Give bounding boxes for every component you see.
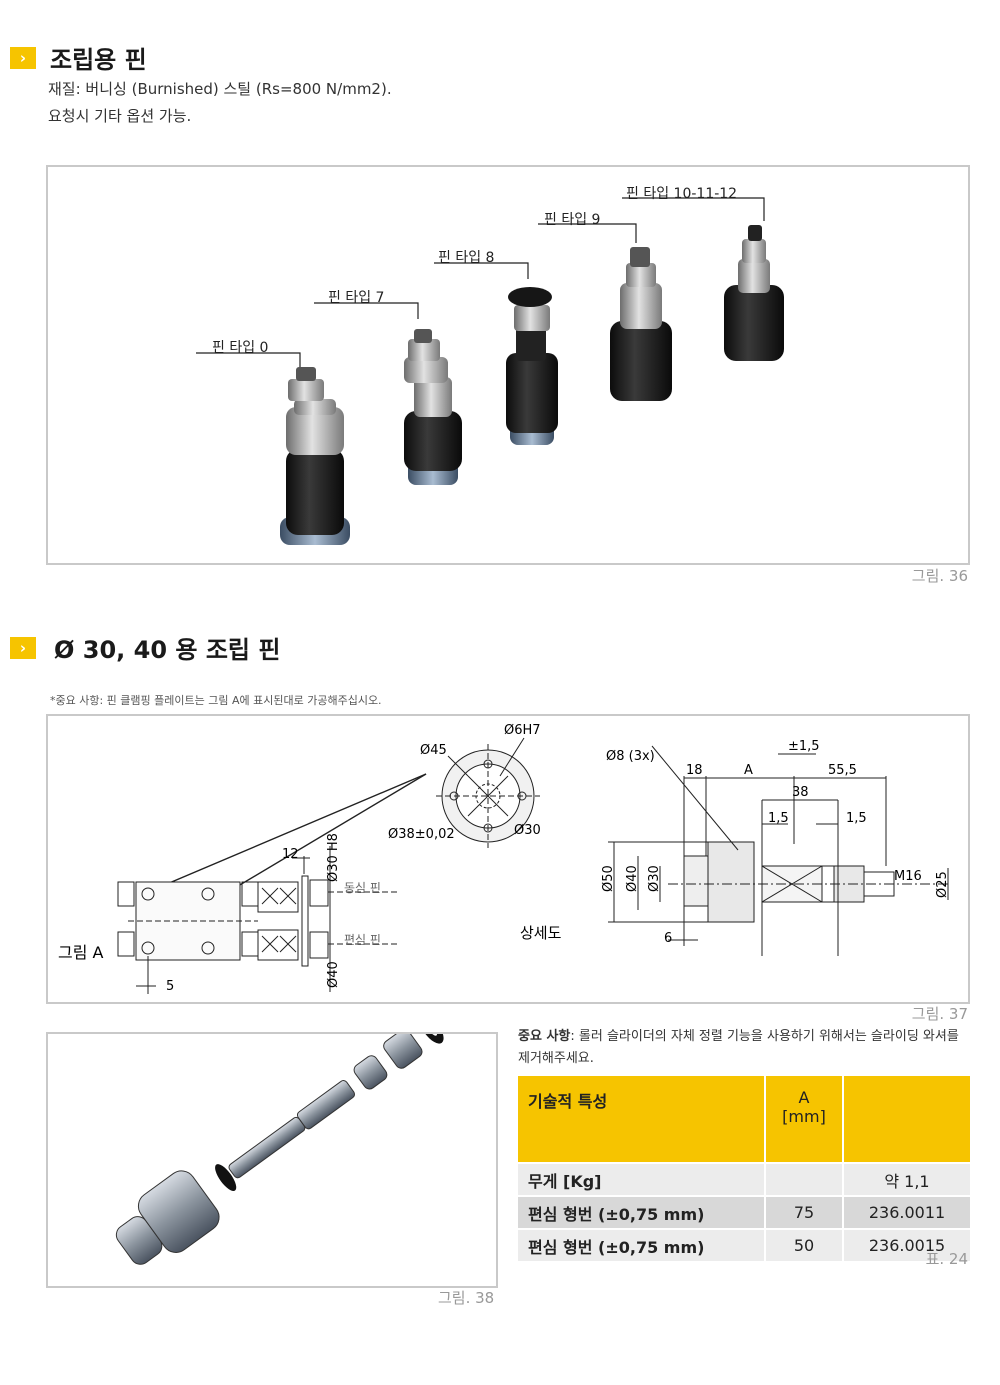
pin-type-10-11-12-label: 핀 타입 10-11-12	[626, 186, 738, 202]
section1-title: 조립용 핀	[50, 46, 147, 74]
header-a-unit: [mm]	[782, 1107, 826, 1126]
dim-d30-detail: Ø30	[647, 865, 662, 892]
material-text: 재질: 버니싱 (Burnished) 스틸 (Rs=800 N/mm2).	[48, 80, 392, 98]
header-a-label: A	[798, 1088, 810, 1107]
eccentric-pin-label: 편심 핀	[344, 933, 381, 947]
pin-type-9-label: 핀 타입 9	[544, 212, 601, 228]
row-code: 약 1,1	[843, 1163, 970, 1197]
pin-type-8-label: 핀 타입 8	[438, 250, 495, 266]
exploded-view-figure	[46, 1004, 498, 1288]
dim-d50: Ø50	[601, 865, 616, 892]
dim-6: 6	[664, 931, 672, 946]
table-header: 기술적 특성 A[mm]	[518, 1076, 970, 1164]
dim-555: 55,5	[828, 763, 857, 778]
dim-d30: Ø30	[514, 823, 541, 838]
chevron-right-icon: ›	[10, 46, 36, 69]
pin-type-0-label: 핀 타입 0	[212, 340, 269, 356]
dim-d40-plate: Ø40	[326, 961, 341, 988]
important-label: 중요 사항	[518, 1029, 571, 1044]
detail-label: 상세도	[520, 924, 562, 942]
technical-drawing: Ø45 Ø6H7 Ø38±0,02 Ø30 12 Ø30 H8 Ø40 동심 핀…	[58, 723, 950, 994]
dim-15-right: 1,5	[846, 811, 867, 826]
header-a: A[mm]	[765, 1076, 844, 1164]
dim-d45: Ø45	[420, 743, 447, 758]
options-text: 요청시 기타 옵션 가능.	[48, 107, 192, 125]
pin-type-0-image	[280, 367, 350, 545]
technical-drawing-figure: Ø45 Ø6H7 Ø38±0,02 Ø30 12 Ø30 H8 Ø40 동심 핀…	[46, 714, 970, 1004]
important-text: : 롤러 슬라이더의 자체 정렬 기능을 사용하기 위해서는 슬라이딩 와셔를 …	[518, 1029, 959, 1066]
dim-d6h7: Ø6H7	[504, 723, 541, 738]
dim-a: A	[744, 763, 753, 778]
dim-18: 18	[686, 763, 703, 778]
dim-5: 5	[166, 979, 174, 994]
dim-d8: Ø8 (3x)	[606, 749, 655, 764]
row-code: 236.0011	[843, 1196, 970, 1230]
figure-36-caption: 그림. 36	[911, 567, 968, 585]
spec-table: 기술적 특성 A[mm] 무게 [Kg] 약 1,1 편심 형번 (±0,75 …	[518, 1076, 970, 1263]
pin-types-figure: 핀 타입 0 핀 타입 7 핀 타입 8 핀 타입 9 핀 타입 10-11-1…	[46, 165, 970, 565]
pin-type-8-image	[506, 287, 558, 445]
pin-types-illustration	[196, 197, 784, 545]
table-24-caption: 표. 24	[925, 1250, 968, 1268]
exploded-view-illustration	[115, 1004, 459, 1265]
dim-m16: M16	[894, 869, 922, 884]
dim-12: 12	[282, 847, 299, 862]
figure-38-caption: 그림. 38	[438, 1289, 495, 1307]
concentric-pin-label: 동심 핀	[344, 881, 381, 895]
pin-type-7-label: 핀 타입 7	[328, 290, 385, 306]
row-code: 236.0015	[843, 1229, 970, 1263]
section2-header: › Ø 30, 40 용 조립 핀	[10, 630, 280, 665]
pin-type-9-image	[610, 247, 672, 401]
table-row: 편심 형번 (±0,75 mm) 75 236.0011	[518, 1196, 970, 1230]
pin-type-7-image	[404, 329, 462, 485]
chevron-right-icon: ›	[10, 636, 36, 659]
table-row: 무게 [Kg] 약 1,1	[518, 1163, 970, 1197]
dim-d30h8: Ø30 H8	[326, 833, 341, 882]
section2-title: Ø 30, 40 용 조립 핀	[54, 636, 281, 664]
row-a	[765, 1163, 844, 1197]
figure-a-label: 그림 A	[58, 943, 104, 962]
row-label: 편심 형번 (±0,75 mm)	[518, 1196, 766, 1230]
header-code	[843, 1076, 970, 1164]
dim-38: 38	[792, 785, 809, 800]
row-label: 무게 [Kg]	[518, 1163, 766, 1197]
dim-pm15: ±1,5	[788, 739, 820, 754]
dim-d25: Ø25	[935, 871, 950, 898]
pin-type-10-11-12-image	[724, 225, 784, 361]
important-note: 중요 사항: 롤러 슬라이더의 자체 정렬 기능을 사용하기 위해서는 슬라이딩…	[518, 1026, 966, 1070]
section1-header: › 조립용 핀	[10, 40, 147, 75]
dim-d40: Ø40	[625, 865, 640, 892]
dim-d38: Ø38±0,02	[388, 827, 455, 842]
row-a: 50	[765, 1229, 844, 1263]
table-row: 편심 형번 (±0,75 mm) 50 236.0015	[518, 1229, 970, 1263]
dim-15-left: 1,5	[768, 811, 789, 826]
header-characteristic: 기술적 특성	[518, 1076, 766, 1164]
clamping-note: *중요 사항: 핀 클램핑 플레이트는 그림 A에 표시된대로 가공해주십시오.	[50, 694, 382, 707]
row-a: 75	[765, 1196, 844, 1230]
row-label: 편심 형번 (±0,75 mm)	[518, 1229, 766, 1263]
figure-37-caption: 그림. 37	[911, 1005, 968, 1023]
